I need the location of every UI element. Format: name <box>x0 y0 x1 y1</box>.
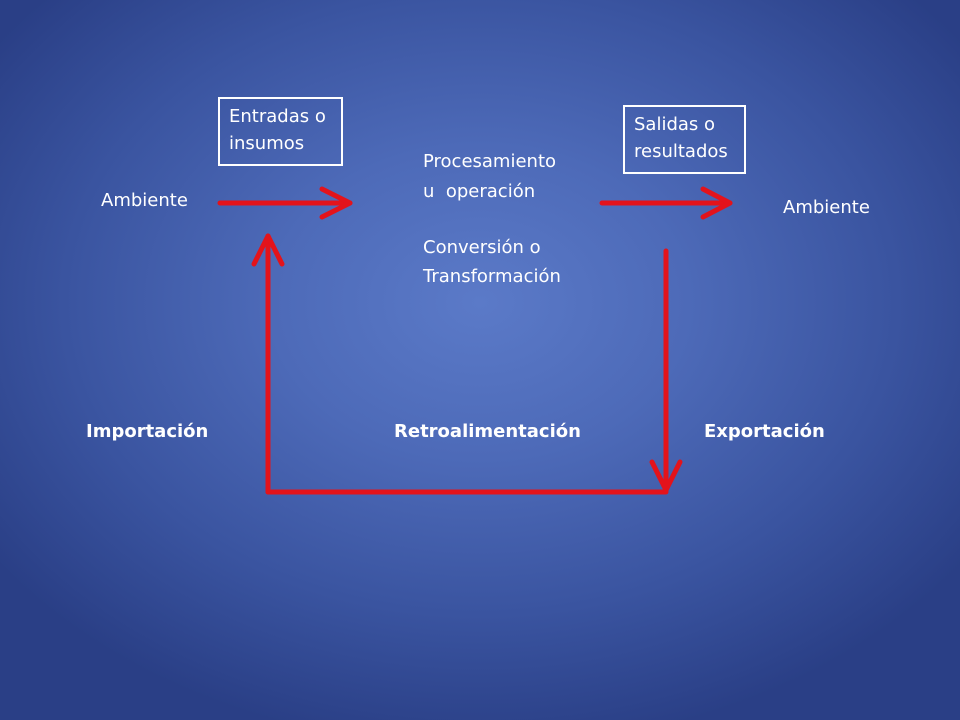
import-label: Importación <box>86 421 209 442</box>
inputs-box: Entradas o insumos <box>218 97 343 166</box>
export-arrow <box>649 248 683 493</box>
ambient-left-label: Ambiente <box>101 190 188 211</box>
ambient-right-label: Ambiente <box>783 197 870 218</box>
import-arrow <box>251 233 285 495</box>
process-line1: Procesamiento <box>423 151 557 172</box>
export-label: Exportación <box>704 421 825 442</box>
inputs-box-line1: Entradas o <box>229 106 326 127</box>
outputs-box-line1: Salidas o <box>634 114 716 135</box>
outputs-box-line2: resultados <box>634 141 728 162</box>
inputs-box-line2: insumos <box>229 133 305 154</box>
input-arrow <box>217 186 353 220</box>
feedback-label: Retroalimentación <box>394 421 581 442</box>
process-line2: u operación <box>423 181 536 202</box>
outputs-box: Salidas o resultados <box>623 105 746 174</box>
process-line4: Transformación <box>423 266 561 287</box>
process-line3: Conversión o <box>423 237 541 258</box>
output-arrow <box>599 186 733 220</box>
